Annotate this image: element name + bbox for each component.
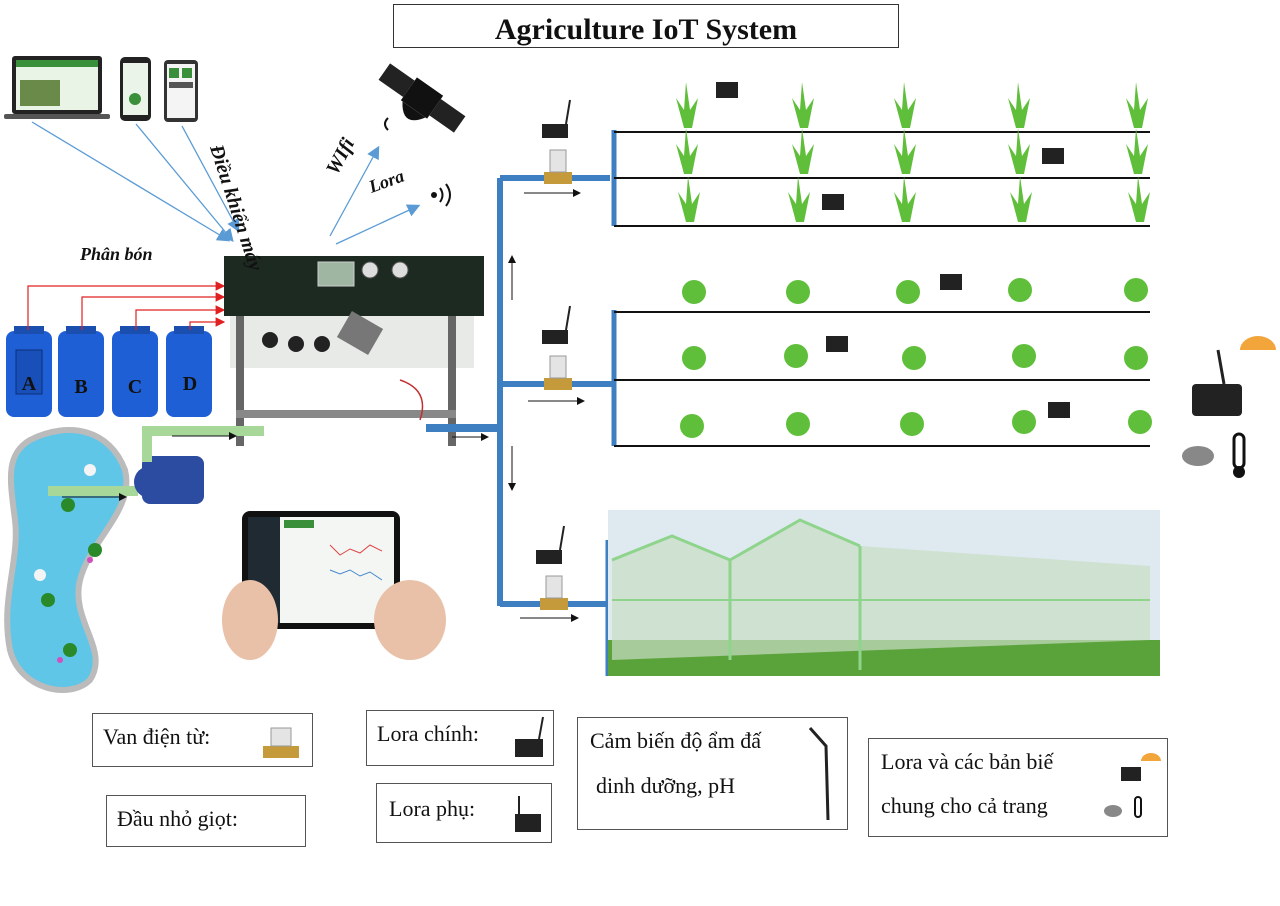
legend-lora-main-label: Lora chính: [377, 721, 480, 746]
lora-main-icon [542, 305, 571, 344]
lora-main-icon [515, 716, 544, 757]
solenoid-valve-2 [544, 355, 572, 390]
legend-weather-station: Lora và các bản biế chung cho cả trang [868, 738, 1168, 837]
plants-field-2 [680, 278, 1152, 438]
phone-icon [120, 57, 151, 121]
tank-label: A [22, 373, 37, 395]
legend-sensor-line2: dinh dưỡng, pH [596, 773, 736, 798]
solenoid-valve-1 [544, 149, 572, 184]
solenoid-valve-3 [540, 575, 568, 610]
tank-label: D [183, 373, 197, 395]
fertilizer-lines [27, 281, 226, 330]
tank-label: C [128, 376, 142, 398]
crop-rows-field-1 [614, 131, 1150, 227]
lora-main-icon [542, 99, 571, 138]
fertilizer-label: Phân bón [80, 244, 153, 264]
water-pond [4, 427, 130, 693]
legend-valve-label: Van điện từ: [103, 724, 211, 749]
weather-station-icon [1104, 753, 1161, 818]
phone-app-icon [164, 60, 198, 122]
fertilizer-tanks [6, 326, 212, 417]
diagram-title-box: Agriculture IoT System [393, 4, 899, 48]
lora-main-icon [536, 525, 565, 564]
greenhouse [608, 510, 1160, 676]
legend-lora-sub: Lora phụ: [376, 783, 552, 843]
legend-sensor-line1: Cảm biến độ ẩm đấ [590, 728, 762, 753]
satellite-icon [378, 63, 466, 133]
water-pump [48, 426, 264, 504]
signal-icon [384, 117, 389, 131]
legend-sensor: Cảm biến độ ẩm đấ dinh dưỡng, pH [577, 717, 848, 830]
tank-a [6, 326, 52, 417]
soil-sensor-icon [808, 727, 830, 821]
tank-label: B [74, 376, 87, 398]
lora-sub-icon [515, 796, 541, 832]
laptop-icon [4, 56, 110, 119]
legend-lora-main: Lora chính: [366, 710, 554, 766]
control-unit [224, 256, 484, 446]
pipe-network [426, 130, 617, 676]
solenoid-valve-icon [263, 727, 299, 758]
lora-sub-icon [716, 82, 1070, 418]
lora-signal-icon [431, 183, 451, 207]
tank-b [58, 326, 104, 417]
crop-rows-field-2 [614, 311, 1150, 447]
legend-drip-label: Đầu nhỏ giọt: [117, 806, 238, 831]
tablet-icon [222, 511, 446, 660]
legend-station-line1: Lora và các bản biế [881, 749, 1054, 774]
diagram-title: Agriculture IoT System [494, 13, 798, 46]
legend-valve: Van điện từ: [92, 713, 313, 767]
thermometer-icon [1232, 432, 1246, 478]
plants-field-1 [676, 82, 1150, 222]
tank-c [112, 326, 158, 417]
weather-station-icon [1192, 336, 1276, 416]
rain-cloud-icon [1182, 446, 1214, 466]
tank-d [166, 326, 212, 417]
legend-station-line2: chung cho cả trang [881, 793, 1048, 818]
legend-lora-sub-label: Lora phụ: [389, 796, 476, 821]
legend-drip: Đầu nhỏ giọt: [106, 795, 306, 847]
